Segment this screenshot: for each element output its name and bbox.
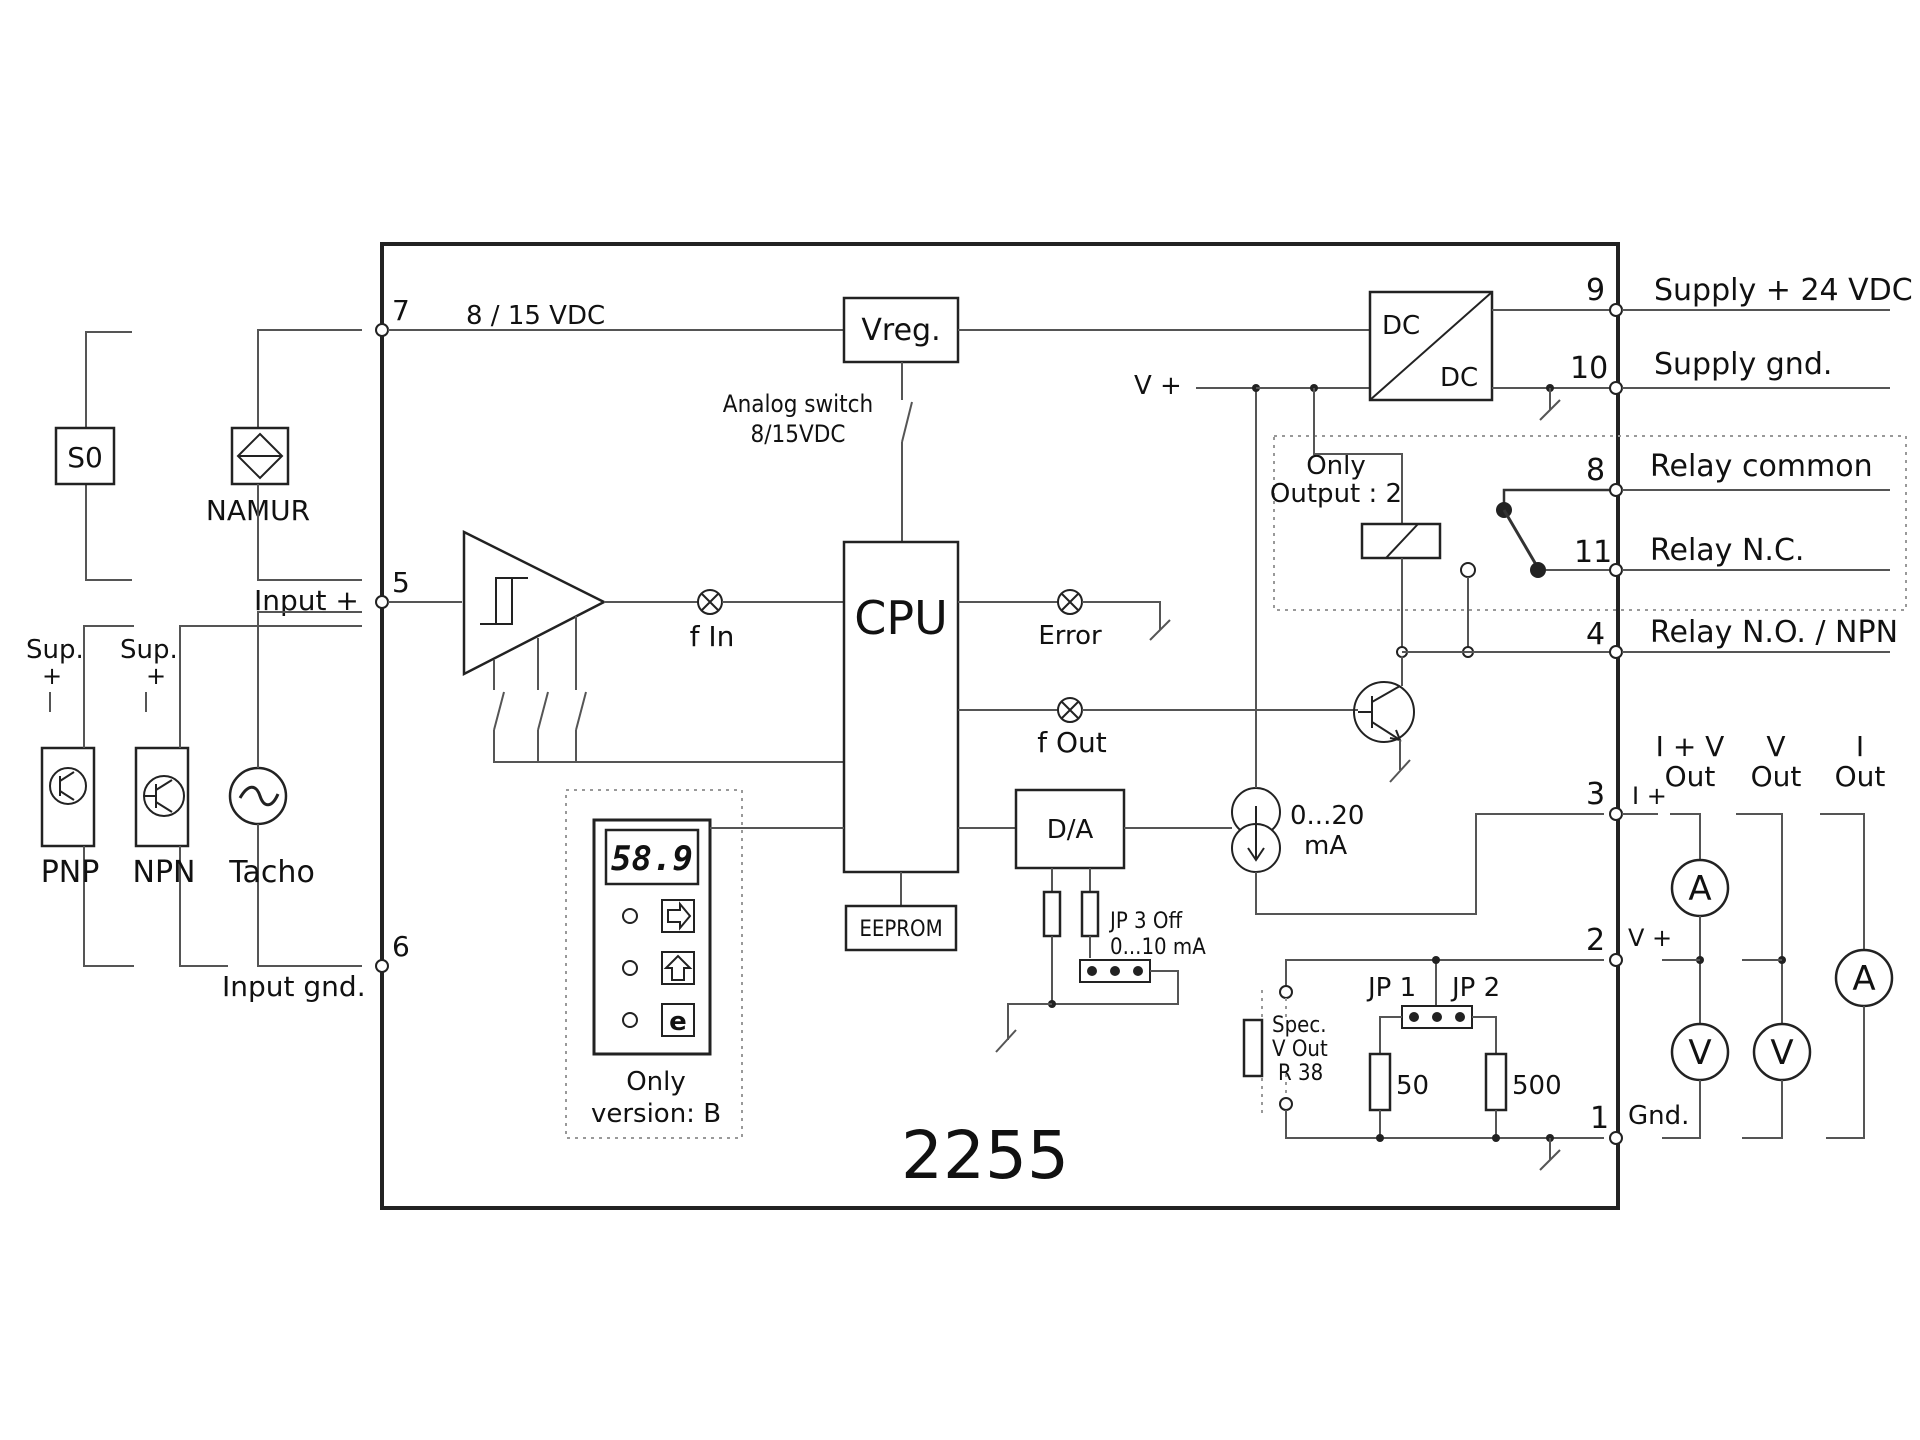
svg-text:V: V: [1688, 1033, 1711, 1073]
npn-transistor-icon: [143, 775, 185, 817]
output-transistor-icon: [1353, 681, 1415, 743]
display-panel: 58.9 e Only version: B: [565, 789, 844, 1139]
r50-label: 50: [1396, 1071, 1429, 1101]
schmitt-trigger: [462, 529, 607, 677]
col1-label-2: Out: [1665, 760, 1716, 793]
f-in-label: f In: [690, 620, 735, 653]
module-outline: [380, 242, 1620, 1210]
sup-pnp-plus: +: [42, 662, 62, 690]
r500-resistor: [1484, 1052, 1508, 1112]
vdc-label: 8 / 15 VDC: [466, 301, 605, 331]
terminal-8: 8: [1586, 453, 1605, 488]
input-gnd-label: Input gnd.: [222, 970, 366, 1003]
terminal-1: 1: [1590, 1101, 1609, 1136]
only-output-label-2: Output : 2: [1270, 479, 1402, 509]
gnd-label: Gnd.: [1628, 1101, 1689, 1131]
supply-24-label: Supply + 24 VDC: [1654, 273, 1913, 308]
tacho-label: Tacho: [228, 855, 315, 890]
svg-text:A: A: [1688, 869, 1711, 909]
vreg-label: Vreg.: [861, 313, 940, 348]
terminal-11: 11: [1574, 535, 1612, 570]
only-version-label-1: Only: [626, 1067, 686, 1097]
svg-text:V: V: [1770, 1033, 1793, 1073]
r38-resistor: [1242, 1018, 1264, 1078]
terminal-2: 2: [1586, 923, 1605, 958]
r50-resistor: [1368, 1052, 1392, 1112]
jp2-label: JP 2: [1450, 973, 1500, 1003]
current-label-1: 0...20: [1290, 801, 1364, 831]
only-version-region: [565, 789, 743, 1139]
v-plus-label: V +: [1628, 924, 1672, 952]
internal-circuit: 8 / 15 VDC Vreg. Analog switch 8/15VDC f…: [388, 290, 1907, 1171]
output-meters: I + V Out V Out I Out A V V A: [1656, 730, 1894, 1139]
analog-switch-label-1: Analog switch: [723, 390, 873, 418]
supply-gnd-label: Supply gnd.: [1654, 347, 1832, 382]
arrow-up-icon: [663, 954, 693, 981]
analog-switch-label-2: 8/15VDC: [751, 420, 846, 448]
only-version-label-2: version: B: [591, 1099, 721, 1129]
jp3-label-2: 0...10 mA: [1110, 935, 1206, 960]
terminal-6: 6: [392, 930, 410, 963]
col1-label-1: I + V: [1656, 730, 1725, 763]
display-screen: [604, 828, 700, 886]
arrow-right-icon: [667, 901, 692, 931]
s0-label: S0: [67, 441, 103, 474]
dc-bottom-label: DC: [1440, 363, 1478, 393]
jp1-label: JP 1: [1366, 973, 1416, 1003]
current-label-2: mA: [1304, 831, 1347, 861]
terminal-9: 9: [1586, 273, 1605, 308]
error-label: Error: [1038, 621, 1102, 651]
error-lamp: [1057, 589, 1083, 615]
i-plus-label: I +: [1632, 782, 1667, 810]
terminal-3: 3: [1586, 777, 1605, 812]
col3-label-1: I: [1856, 730, 1864, 763]
terminal-7: 7: [392, 294, 410, 327]
v-plus-internal-label: V +: [1134, 371, 1182, 401]
sup-npn-plus: +: [146, 662, 166, 690]
dc-top-label: DC: [1382, 311, 1420, 341]
col2-label-2: Out: [1751, 760, 1802, 793]
only-output-label-1: Only: [1306, 451, 1366, 481]
npn-label: NPN: [133, 855, 196, 890]
module-title: 2255: [901, 1117, 1069, 1194]
col2-label-1: V: [1766, 730, 1785, 763]
terminal-10: 10: [1570, 351, 1608, 386]
spec-label-2: V Out: [1272, 1037, 1328, 1062]
s0-box: [54, 426, 116, 486]
terminal-4: 4: [1586, 617, 1605, 652]
relay-nc-label: Relay N.C.: [1650, 533, 1804, 568]
cpu-box: [842, 540, 960, 874]
vreg-box: [842, 296, 960, 364]
namur-icon: [236, 432, 284, 480]
f-out-label: f Out: [1037, 726, 1107, 759]
sup-pnp-label: Sup.: [26, 635, 84, 665]
only-output-region: [1273, 435, 1907, 611]
right-terminals: 9 Supply + 24 VDC 10 Supply gnd. 8 Relay…: [1570, 273, 1913, 1145]
relay-common-label: Relay common: [1650, 449, 1873, 484]
enter-e-icon: e: [669, 1007, 687, 1037]
r500-label: 500: [1512, 1071, 1562, 1101]
display-enter-button[interactable]: [661, 1003, 695, 1037]
relay-no-label: Relay N.O. / NPN: [1650, 615, 1898, 650]
jp3-label-1: JP 3 Off: [1108, 909, 1184, 934]
eeprom-box: [844, 904, 958, 952]
left-inputs: S0 NAMUR Input + Sup. + PNP Sup. +: [26, 329, 366, 1003]
col3-label-2: Out: [1835, 760, 1886, 793]
hysteresis-icon: [480, 577, 528, 625]
display-value: 58.9: [611, 839, 693, 879]
left-terminals: 7 5 6: [375, 294, 410, 973]
spec-label-1: Spec.: [1272, 1013, 1326, 1038]
pnp-transistor-icon: [49, 767, 87, 805]
spec-label-3: R 38: [1278, 1061, 1323, 1086]
f-in-lamp: [697, 589, 723, 615]
eeprom-label: EEPROM: [859, 917, 942, 942]
da-label: D/A: [1047, 815, 1094, 845]
f-out-lamp: [1057, 697, 1083, 723]
sup-npn-label: Sup.: [120, 635, 178, 665]
pnp-label: PNP: [41, 855, 100, 890]
terminal-5: 5: [392, 566, 410, 599]
svg-text:A: A: [1852, 959, 1875, 999]
cpu-label: CPU: [854, 591, 948, 645]
